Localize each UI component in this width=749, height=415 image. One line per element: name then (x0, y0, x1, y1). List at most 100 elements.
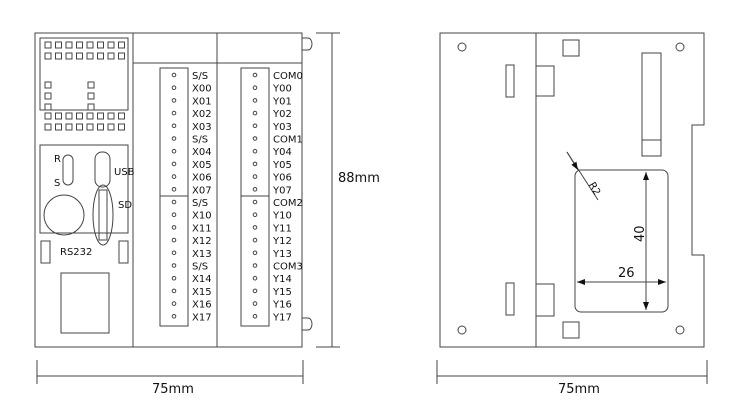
led-icon (107, 123, 115, 131)
sd-slot (92, 184, 114, 246)
led-icon (44, 112, 52, 120)
terminal-label: S/S (192, 135, 208, 146)
terminal-label: Y07 (272, 185, 292, 196)
led-icon (97, 41, 104, 49)
terminal-screw (171, 72, 177, 78)
led-icon (86, 52, 94, 60)
led-icon (44, 103, 52, 111)
height-dimension: 88mm (316, 32, 380, 348)
led-icon (44, 123, 52, 131)
terminal-label: X17 (192, 312, 212, 323)
expansion-cover (60, 272, 110, 334)
led-icon (65, 41, 73, 49)
terminal-screw (171, 187, 177, 192)
cutout-width-label: 26 (618, 266, 635, 281)
terminal-label: Y10 (272, 211, 292, 222)
terminal-screw (252, 123, 258, 129)
terminal-screw (171, 136, 177, 141)
led-icon (107, 41, 115, 49)
terminal-screw (171, 161, 177, 167)
terminal-label: X14 (192, 274, 212, 285)
terminal-label: X07 (192, 185, 212, 196)
terminal-label: X13 (192, 249, 212, 260)
terminal-label: Y13 (272, 249, 292, 260)
terminal-label: X12 (192, 236, 212, 247)
led-icon (107, 52, 115, 60)
sd-label: SD (118, 200, 132, 211)
usb-label: USB (114, 167, 135, 178)
led-icon (44, 81, 52, 89)
terminal-label: S/S (192, 198, 208, 209)
back-width-label: 75mm (558, 382, 600, 397)
terminal-screw (252, 174, 258, 179)
terminal-label: S/S (192, 71, 208, 82)
terminal-label: X02 (192, 109, 212, 120)
run-label: R (54, 154, 61, 165)
terminal-screw (252, 110, 258, 116)
right-latch (118, 240, 129, 264)
led-icon (76, 41, 83, 49)
led-icon (55, 123, 62, 131)
terminal-label: X16 (192, 300, 212, 311)
terminal-label: X00 (192, 84, 212, 95)
terminal-screw (252, 148, 258, 154)
status-leds (44, 41, 125, 131)
led-icon (55, 41, 62, 49)
terminal-label: X11 (192, 223, 212, 234)
led-icon (76, 123, 83, 131)
led-icon (44, 52, 52, 60)
led-icon (118, 123, 125, 131)
din-clips (302, 37, 313, 331)
back-view: R2 40 26 (439, 32, 705, 348)
led-icon (118, 52, 125, 60)
led-icon (44, 41, 52, 49)
terminal-label: S/S (192, 262, 208, 273)
led-panel (39, 37, 129, 111)
terminal-screw (171, 225, 177, 230)
terminal-label: Y16 (272, 300, 292, 311)
cutout-height-label: 40 (633, 225, 648, 242)
terminal-label: X04 (192, 147, 212, 158)
led-icon (44, 92, 52, 100)
terminal-label: X01 (192, 96, 212, 107)
terminal-label: Y11 (272, 223, 292, 234)
terminal-screw (252, 85, 258, 90)
terminal-screw (252, 187, 258, 192)
terminal-label: Y05 (272, 160, 292, 171)
terminal-screw (252, 136, 258, 141)
run-stop-switch[interactable] (62, 154, 74, 186)
terminal-screw (252, 263, 258, 268)
terminal-screw (171, 301, 177, 306)
terminal-label: Y06 (272, 173, 292, 184)
input-terminal-block (159, 67, 189, 327)
terminal-label: COM0 (273, 71, 303, 82)
terminal-screw (252, 225, 258, 230)
front-view: R S USB SD RS232 S/SX00X01X02X03S/SX04X0… (34, 32, 313, 348)
led-icon (107, 112, 115, 120)
rs232-port (43, 194, 85, 236)
terminal-label: COM2 (273, 198, 303, 209)
terminal-label: Y03 (272, 122, 292, 133)
radius-label: R2 (586, 181, 602, 198)
terminal-screw (252, 250, 258, 256)
terminal-screw (171, 250, 177, 256)
back-width-dimension: 75mm (436, 360, 708, 397)
led-icon (86, 123, 94, 131)
terminal-screw (171, 199, 177, 205)
terminal-label: X06 (192, 173, 212, 184)
left-latch (40, 240, 51, 264)
stop-label: S (54, 178, 60, 189)
terminal-screw (252, 199, 258, 205)
terminal-screw (171, 85, 177, 90)
terminal-label: X15 (192, 287, 212, 298)
port-panel (39, 144, 129, 234)
terminal-screw (252, 301, 258, 306)
terminal-screw (252, 72, 258, 78)
cutout (574, 169, 669, 313)
terminal-label: X10 (192, 211, 212, 222)
terminal-screw (171, 237, 177, 243)
terminal-screw (171, 263, 177, 268)
front-width-label: 75mm (152, 382, 194, 397)
terminal-screw (171, 212, 177, 217)
